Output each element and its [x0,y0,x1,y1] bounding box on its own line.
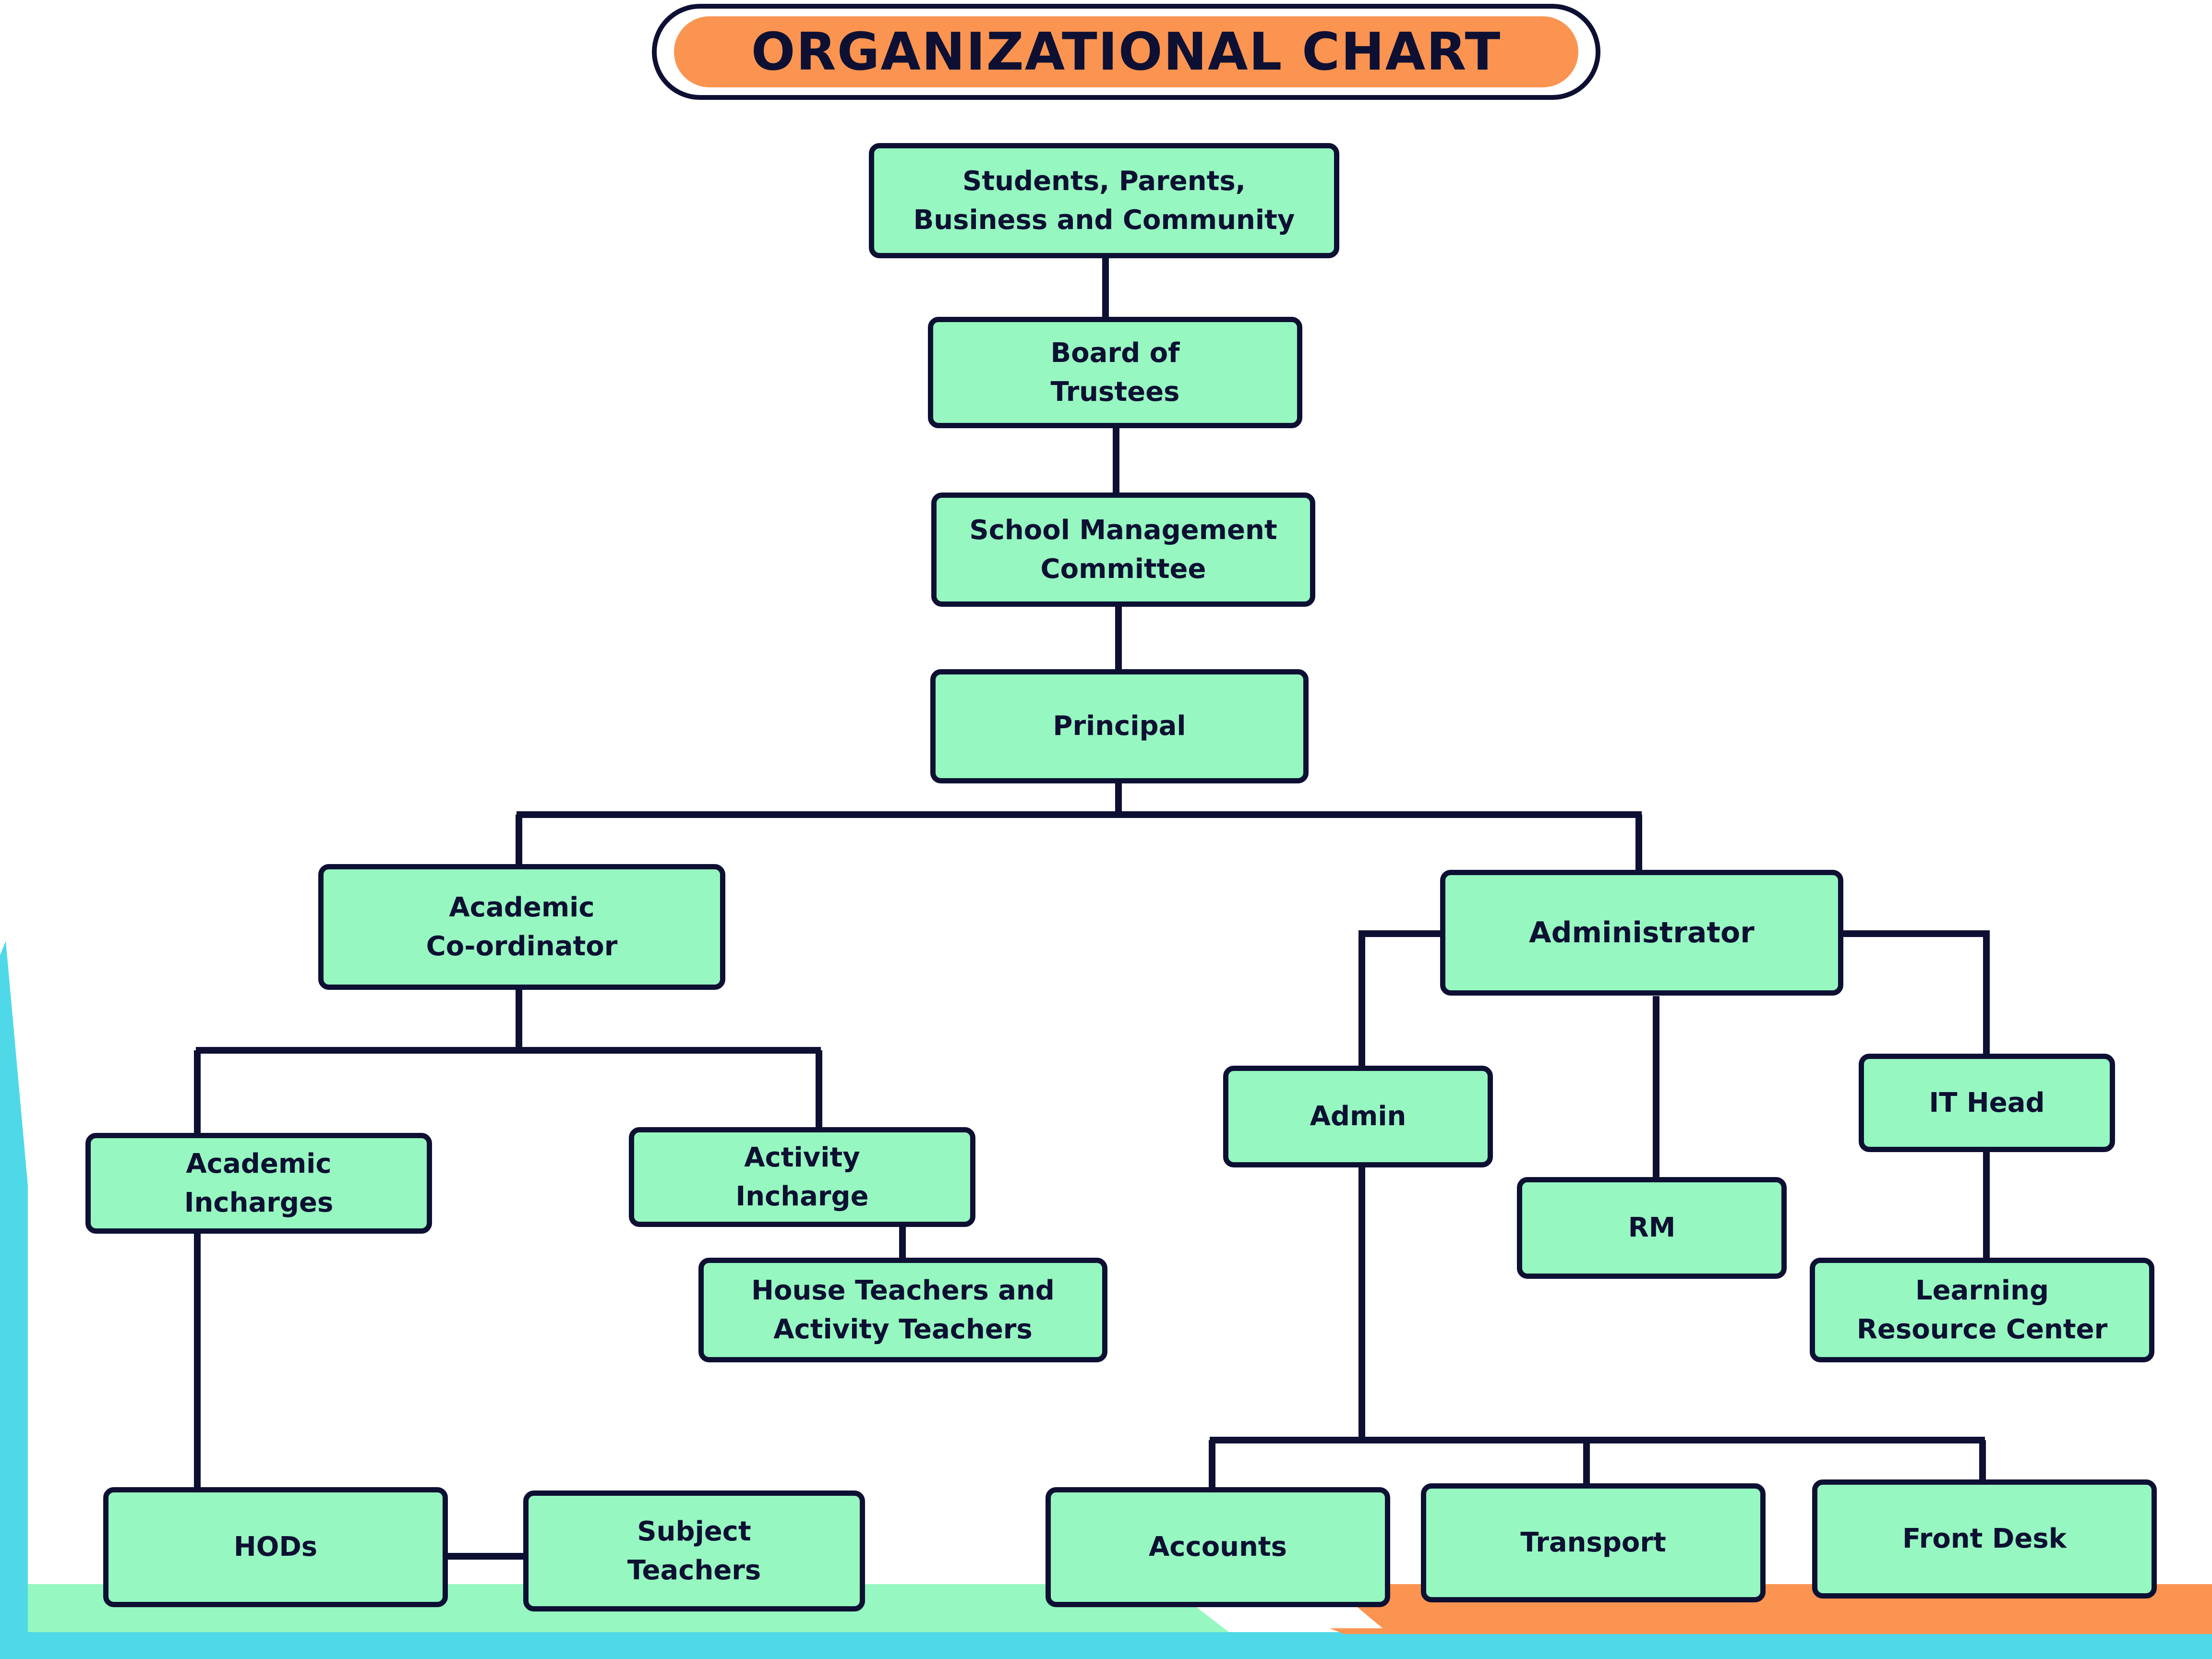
node-subject-teachers[interactable]: Subject Teachers [523,1491,865,1611]
orange-band [1330,1628,2212,1634]
node-label-admin: Admin [1310,1101,1407,1132]
node-activity-incharge[interactable]: Activity Incharge [629,1127,975,1227]
node-label-school-management-committee: School Management Committee [969,514,1277,585]
node-academic-coordinator[interactable]: Academic Co-ordinator [318,864,725,990]
node-label-it-head: IT Head [1929,1087,2045,1118]
node-label-house-and-activity-teachers: House Teachers and Activity Teachers [751,1274,1055,1345]
node-label-accounts: Accounts [1148,1531,1287,1563]
node-hods[interactable]: HODs [103,1487,448,1607]
node-label-rm: RM [1628,1212,1676,1244]
node-stakeholders[interactable]: Students, Parents, Business and Communit… [869,143,1339,258]
node-label-hods: HODs [233,1531,318,1563]
node-label-front-desk: Front Desk [1902,1523,2067,1555]
node-it-head[interactable]: IT Head [1859,1054,2115,1152]
node-principal[interactable]: Principal [930,669,1309,783]
node-label-stakeholders: Students, Parents, Business and Communit… [913,165,1295,236]
node-rm[interactable]: RM [1517,1177,1787,1279]
node-admin[interactable]: Admin [1223,1066,1493,1167]
node-front-desk[interactable]: Front Desk [1812,1479,2157,1599]
node-label-academic-coordinator: Academic Co-ordinator [426,891,618,962]
node-administrator[interactable]: Administrator [1440,870,1843,996]
node-accounts[interactable]: Accounts [1046,1487,1390,1607]
node-label-activity-incharge: Activity Incharge [735,1142,869,1212]
chart-title-badge: ORGANIZATIONAL CHART [652,4,1600,100]
cyan-bottom-rule [0,1632,2212,1659]
page-title: ORGANIZATIONAL CHART [751,22,1502,82]
node-label-learning-resource-center: Learning Resource Center [1856,1274,2108,1345]
node-label-academic-incharges: Academic Incharges [184,1148,334,1218]
node-label-principal: Principal [1053,710,1186,742]
node-label-transport: Transport [1520,1527,1666,1559]
node-label-subject-teachers: Subject Teachers [627,1515,761,1586]
node-school-management-committee[interactable]: School Management Committee [931,493,1315,607]
node-transport[interactable]: Transport [1421,1483,1766,1602]
node-label-administrator: Administrator [1529,915,1755,950]
node-label-board-of-trustees: Board of Trustees [1050,337,1180,408]
node-board-of-trustees[interactable]: Board of Trustees [928,317,1302,428]
node-house-and-activity-teachers[interactable]: House Teachers and Activity Teachers [698,1258,1107,1362]
node-learning-resource-center[interactable]: Learning Resource Center [1810,1258,2154,1362]
title-badge-fill: ORGANIZATIONAL CHART [674,16,1578,87]
node-academic-incharges[interactable]: Academic Incharges [85,1133,432,1234]
